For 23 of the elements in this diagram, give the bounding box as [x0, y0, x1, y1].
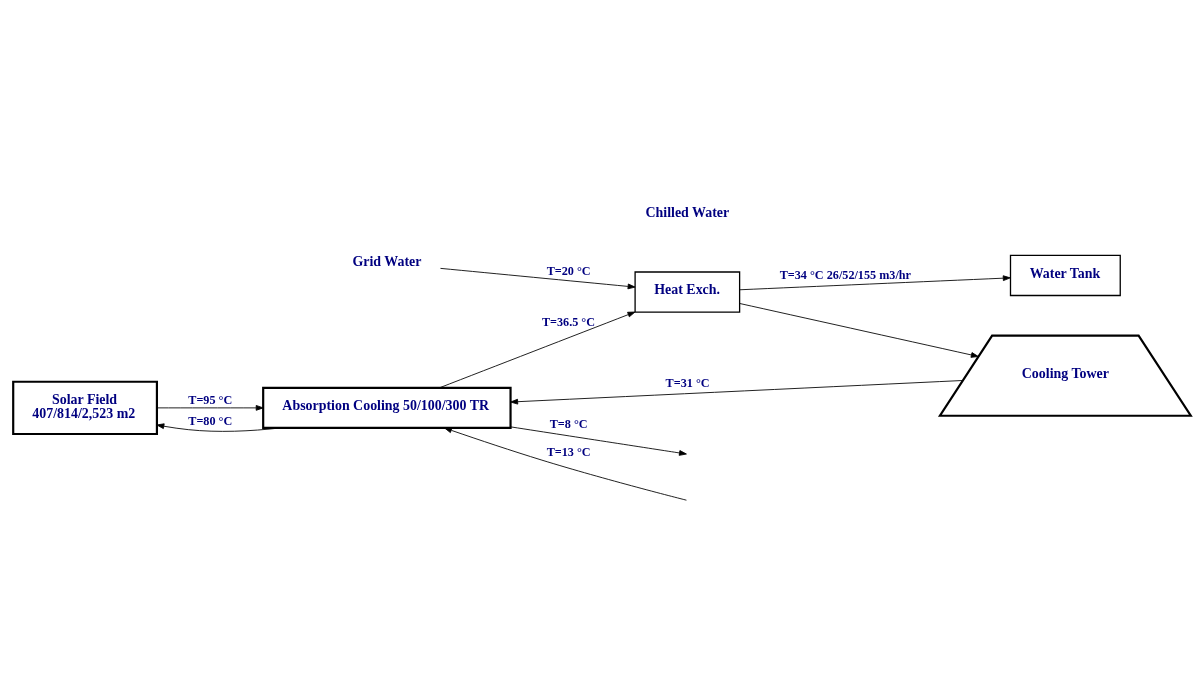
arrow: [510, 379, 964, 405]
arrow: [444, 427, 687, 501]
edge-label: T=8 °C: [549, 416, 588, 431]
node-box: Absorption Cooling 50/100/300 TR: [262, 386, 512, 429]
edge-label: T=31 °C: [665, 375, 710, 390]
arrow: [739, 302, 979, 358]
node-box: Solar Field 407/814/2,523 m2: [12, 380, 158, 435]
arrow: [510, 426, 687, 456]
node-text: Grid Water: [352, 253, 422, 269]
label: Chilled Water: [645, 204, 730, 220]
edge-label: T=13 °C: [546, 444, 591, 459]
arrow: [156, 422, 281, 432]
arrow: [440, 267, 636, 289]
node-box: Heat Exch.: [634, 270, 741, 313]
edge-label: T=36.5 °C: [541, 314, 596, 329]
node-box: Water Tank: [1009, 254, 1121, 296]
arrow: [156, 404, 264, 411]
arrow: [739, 274, 1011, 290]
edge-label: T=34 °C 26/52/155 m3/hr: [779, 267, 912, 282]
edge-label: T=80 °C: [188, 413, 233, 428]
edge-label: T=95 °C: [188, 392, 233, 407]
arrow: [439, 311, 636, 388]
edge-label: T=20 °C: [546, 263, 591, 278]
